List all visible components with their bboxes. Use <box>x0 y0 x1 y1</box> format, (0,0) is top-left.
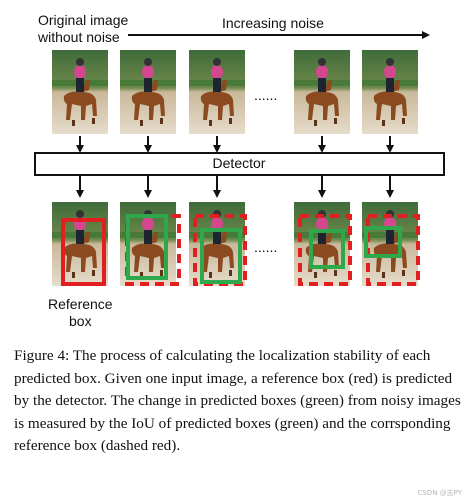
watermark: CSDN @志PY <box>417 489 462 497</box>
original-image-label-line1: Original image <box>38 12 129 28</box>
arrows-from-detector <box>76 175 394 198</box>
noisy-image-3 <box>294 50 350 134</box>
predicted-boxes <box>126 214 402 284</box>
original-image <box>52 50 108 134</box>
reference-box-label: Reference box <box>48 296 113 330</box>
reference-label-line2: box <box>69 313 92 329</box>
figure-caption: Figure 4: The process of calculating the… <box>14 347 461 455</box>
original-image-label-line2: without noise <box>38 29 120 45</box>
noisy-image-4 <box>362 50 418 134</box>
reference-label-line1: Reference <box>48 296 113 312</box>
result-image-reference <box>52 202 108 286</box>
noisy-image-2 <box>189 50 245 134</box>
detector-box <box>34 152 445 176</box>
ellipsis-bottom: ...... <box>254 239 277 255</box>
arrows-to-detector <box>76 136 394 153</box>
noisy-image-1 <box>120 50 176 134</box>
detector-label: Detector <box>212 155 266 171</box>
pipeline-figure: ...... ...... <box>34 31 445 286</box>
ellipsis-top: ...... <box>254 87 277 103</box>
reference-box <box>61 218 106 286</box>
original-image-label: Original image without noise <box>38 12 128 46</box>
increasing-noise-label: Increasing noise <box>222 15 324 31</box>
